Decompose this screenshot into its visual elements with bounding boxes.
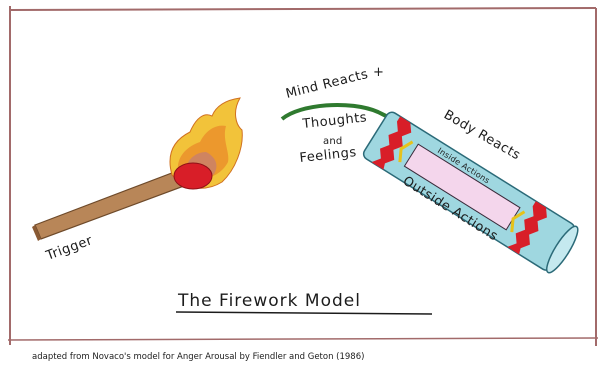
- footer-credit: adapted from Novaco's model for Anger Ar…: [32, 352, 364, 362]
- firework-icon: [362, 111, 579, 274]
- page-title: The Firework Model: [177, 291, 361, 311]
- feelings-label: Feelings: [299, 145, 358, 166]
- thoughts-label: Thoughts: [301, 110, 368, 132]
- mind-reacts-label: Mind Reacts: [284, 67, 370, 102]
- and-label: and: [323, 136, 342, 147]
- match-icon: [32, 97, 243, 241]
- page-border: [7, 6, 599, 346]
- trigger-label: Trigger: [43, 233, 95, 264]
- plus-sign: +: [373, 65, 384, 80]
- title-underline: [175, 311, 433, 315]
